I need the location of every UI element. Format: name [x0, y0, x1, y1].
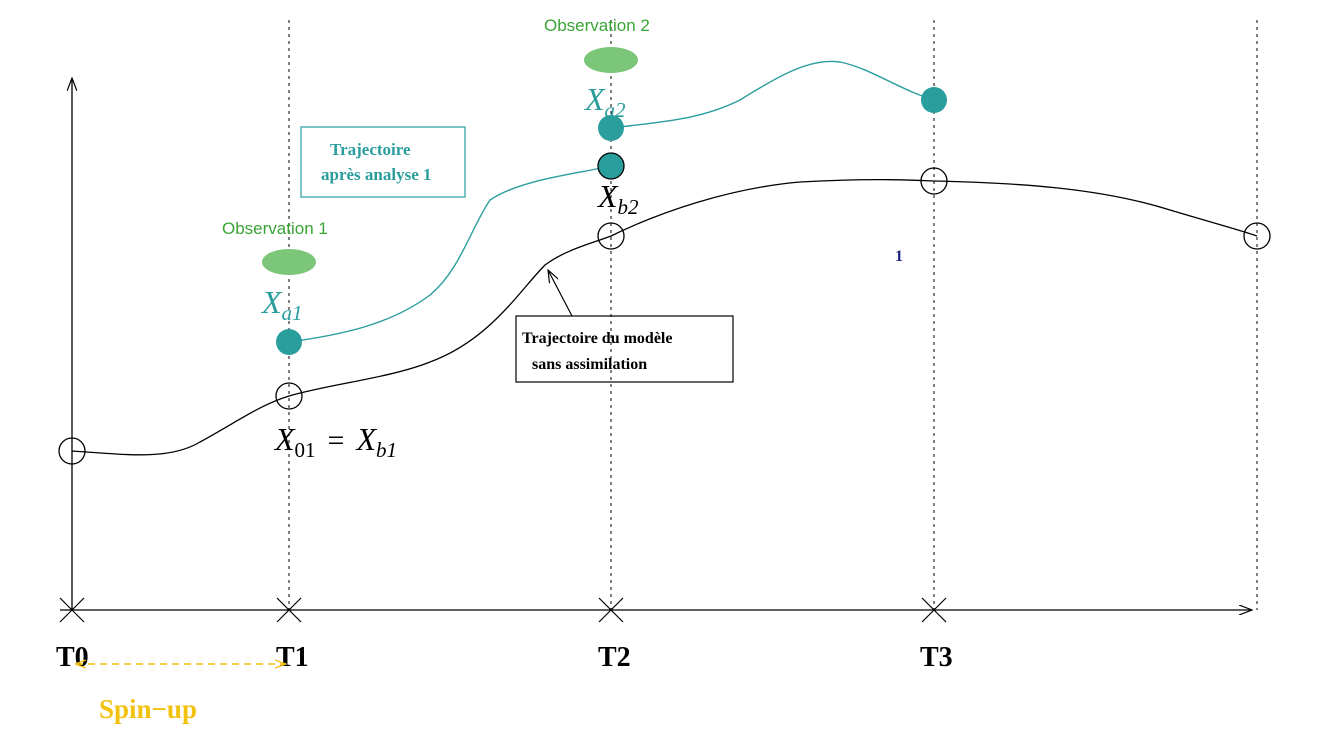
- time-gridlines: [288, 20, 1258, 610]
- model-box-line1: Trajectoire du modèle: [522, 330, 672, 347]
- state-end-circle: [1243, 222, 1271, 250]
- tick-t2: [598, 597, 624, 623]
- observation-2-label: Observation 2: [544, 16, 650, 35]
- state-x0-circle: [58, 437, 86, 465]
- analysis-box-line2: après analyse 1: [321, 165, 432, 184]
- state-xa2-dot: [598, 115, 624, 141]
- time-label-t0: T0: [56, 642, 89, 673]
- spinup-label: Spin−up: [99, 694, 197, 724]
- time-label-t2: T2: [598, 642, 631, 673]
- xa2-label: Xa2: [583, 81, 626, 122]
- state-t2-circle: [597, 222, 625, 250]
- observation-2-ellipse: [584, 47, 638, 73]
- xa1-label: Xa1: [260, 284, 303, 325]
- state-t3-dot: [921, 87, 947, 113]
- time-ticks: [59, 597, 947, 623]
- state-xa1-dot: [276, 329, 302, 355]
- stray-mark: 1: [895, 248, 903, 265]
- x01-equals-xb1-label: X01=Xb1: [273, 421, 397, 462]
- tick-t0: [59, 597, 85, 623]
- time-label-t1: T1: [276, 642, 309, 673]
- background-states: [58, 167, 1271, 465]
- model-trajectory: [71, 178, 1258, 456]
- model-trajectory-box: [515, 315, 734, 383]
- tick-t1: [276, 597, 302, 623]
- analysis-trajectory-2: [610, 60, 935, 129]
- analysis-trajectory-1: [288, 165, 612, 343]
- tick-t3: [921, 597, 947, 623]
- state-t3-circle: [920, 167, 948, 195]
- observation-1-label: Observation 1: [222, 219, 328, 238]
- time-label-t3: T3: [920, 642, 953, 673]
- observation-1-ellipse: [262, 249, 316, 275]
- model-pointer-arrow: [548, 270, 573, 317]
- xb2-label: Xb2: [596, 178, 639, 219]
- analysis-box-line1: Trajectoire: [330, 140, 411, 159]
- analysis-trajectory-box: [300, 126, 466, 198]
- state-xb1-circle: [275, 382, 303, 410]
- model-box-line2: sans assimilation: [532, 356, 647, 373]
- state-xb2-dot: [597, 152, 625, 180]
